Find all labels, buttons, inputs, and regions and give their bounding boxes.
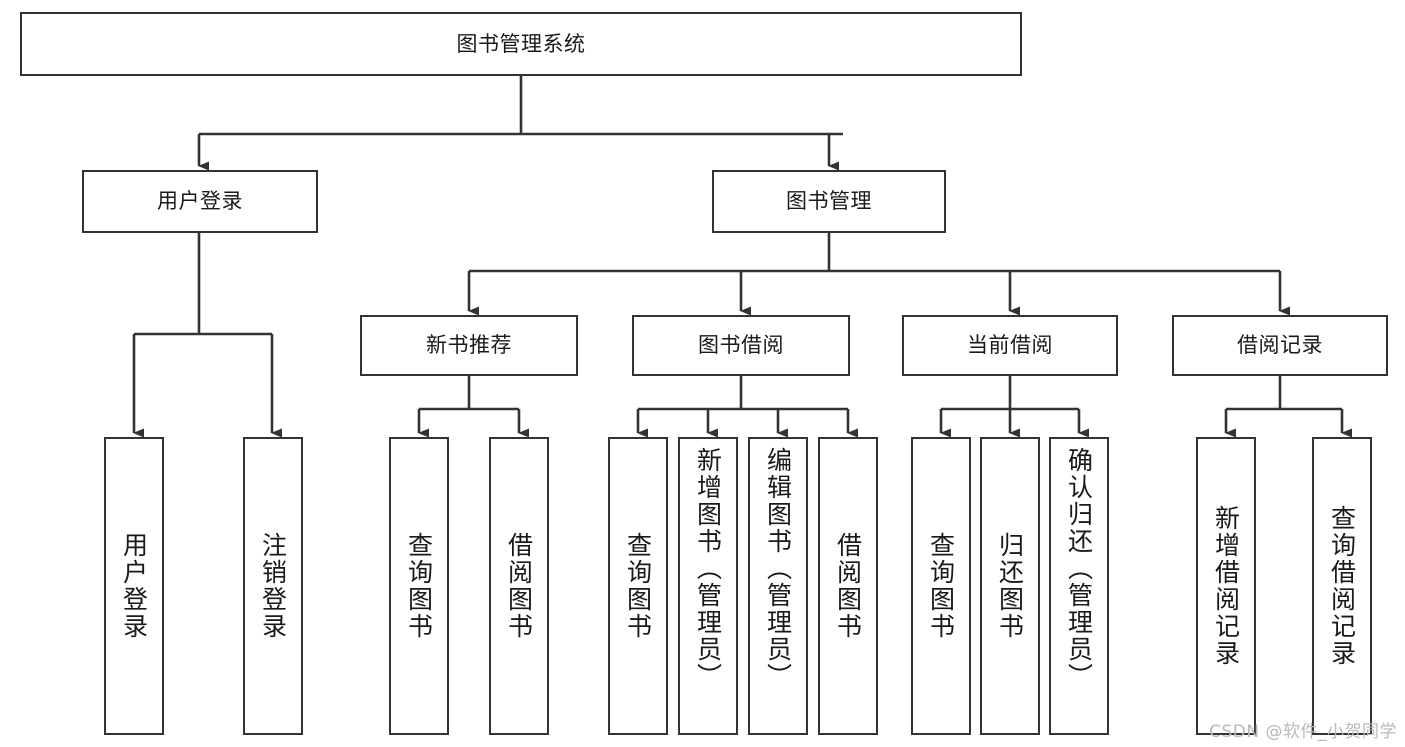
node-book-manage-label: 图书管理 <box>786 189 872 214</box>
node-leaf-logout[interactable]: 注销登录 <box>243 437 303 735</box>
node-leaf-query-book-1-label: 查询图书 <box>404 532 434 640</box>
node-leaf-add-record[interactable]: 新增借阅记录 <box>1196 437 1256 735</box>
node-leaf-add-book-label: 新增图书（管理员） <box>693 447 723 690</box>
node-borrow-record-label: 借阅记录 <box>1237 333 1323 358</box>
node-leaf-edit-book-label: 编辑图书（管理员） <box>763 447 793 690</box>
node-new-book-rec-label: 新书推荐 <box>426 333 512 358</box>
node-leaf-query-book-2-label: 查询图书 <box>623 532 653 640</box>
node-root-label: 图书管理系统 <box>456 31 586 56</box>
node-leaf-query-book-1[interactable]: 查询图书 <box>389 437 449 735</box>
node-leaf-add-book[interactable]: 新增图书（管理员） <box>678 437 738 735</box>
node-leaf-logout-label: 注销登录 <box>258 532 288 640</box>
node-leaf-confirm-return-label: 确认归还（管理员） <box>1064 447 1094 690</box>
node-leaf-borrow-book-1[interactable]: 借阅图书 <box>489 437 549 735</box>
node-book-borrow-label: 图书借阅 <box>698 333 784 358</box>
node-leaf-query-record[interactable]: 查询借阅记录 <box>1312 437 1372 735</box>
node-user-login[interactable]: 用户登录 <box>82 170 318 233</box>
node-user-login-label: 用户登录 <box>157 189 243 214</box>
node-leaf-query-book-2[interactable]: 查询图书 <box>608 437 668 735</box>
node-leaf-add-record-label: 新增借阅记录 <box>1211 505 1241 667</box>
node-new-book-rec[interactable]: 新书推荐 <box>360 315 578 376</box>
node-current-borrow-label: 当前借阅 <box>967 333 1053 358</box>
node-leaf-return-book[interactable]: 归还图书 <box>980 437 1040 735</box>
node-book-borrow[interactable]: 图书借阅 <box>632 315 850 376</box>
node-current-borrow[interactable]: 当前借阅 <box>902 315 1118 376</box>
node-leaf-query-book-3[interactable]: 查询图书 <box>911 437 971 735</box>
node-leaf-borrow-book-2-label: 借阅图书 <box>833 532 863 640</box>
watermark: CSDN @软件_小贺同学 <box>1209 722 1397 742</box>
node-leaf-user-login[interactable]: 用户登录 <box>104 437 164 735</box>
node-leaf-confirm-return[interactable]: 确认归还（管理员） <box>1049 437 1109 735</box>
node-leaf-query-record-label: 查询借阅记录 <box>1327 505 1357 667</box>
node-book-manage[interactable]: 图书管理 <box>712 170 946 233</box>
node-leaf-edit-book[interactable]: 编辑图书（管理员） <box>748 437 808 735</box>
node-leaf-user-login-label: 用户登录 <box>119 532 149 640</box>
node-leaf-borrow-book-2[interactable]: 借阅图书 <box>818 437 878 735</box>
node-root[interactable]: 图书管理系统 <box>20 12 1022 76</box>
node-borrow-record[interactable]: 借阅记录 <box>1172 315 1388 376</box>
node-leaf-query-book-3-label: 查询图书 <box>926 532 956 640</box>
node-leaf-borrow-book-1-label: 借阅图书 <box>504 532 534 640</box>
node-leaf-return-book-label: 归还图书 <box>995 532 1025 640</box>
